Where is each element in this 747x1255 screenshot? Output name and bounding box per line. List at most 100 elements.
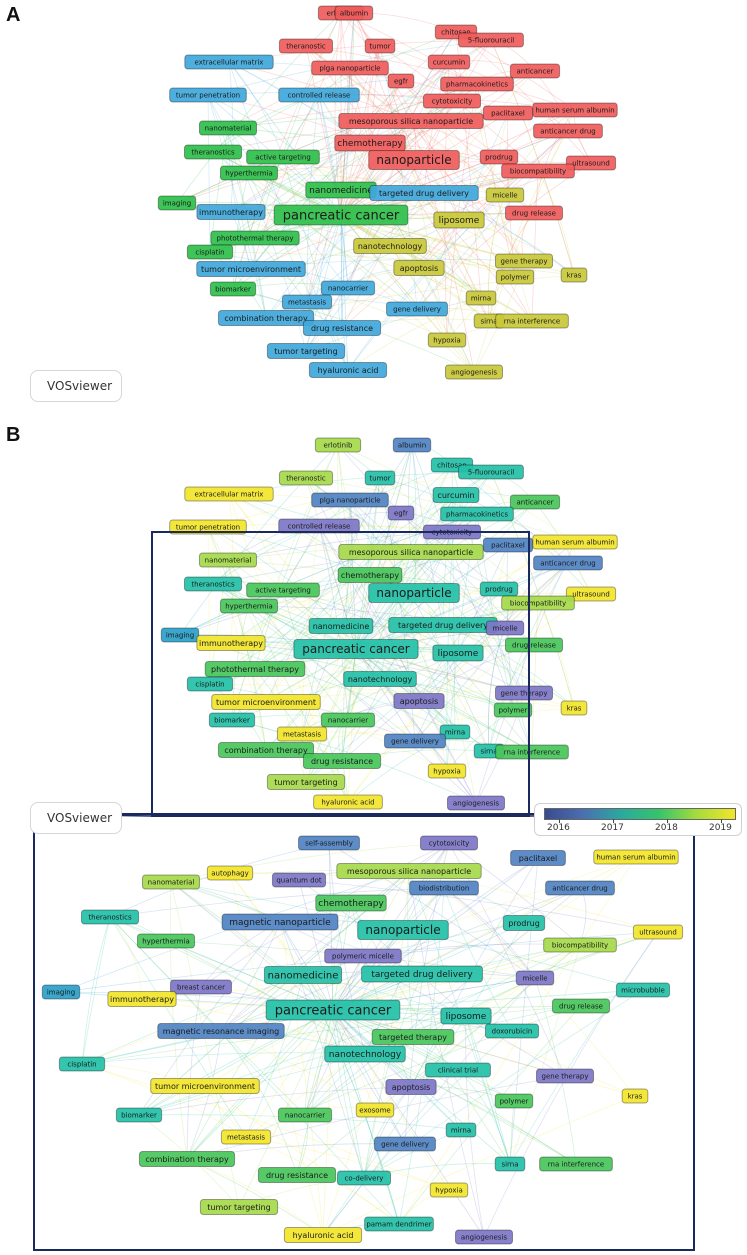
map-a-node-drug-resistance[interactable]: drug resistance <box>302 320 382 336</box>
map-zoom-node-liposome[interactable]: liposome <box>440 1007 492 1025</box>
map-zoom-node-mesoporous-silica-nanoparticle[interactable]: mesoporous silica nanoparticle <box>336 863 482 879</box>
map-a-node-biomarker[interactable]: biomarker <box>209 281 257 297</box>
map-b-node-active-targeting[interactable]: active targeting <box>246 582 320 598</box>
map-b-node-nanoparticle[interactable]: nanoparticle <box>368 583 460 603</box>
map-zoom-node-theranostics[interactable]: theranostics <box>80 909 140 925</box>
map-zoom-node-tumor-targeting[interactable]: tumor targeting <box>199 1199 279 1215</box>
map-a-node-theranostics[interactable]: theranostics <box>183 144 243 160</box>
map-zoom-node-breast-cancer[interactable]: breast cancer <box>170 979 232 995</box>
map-zoom-node-biomarker[interactable]: biomarker <box>115 1107 163 1123</box>
map-a-node-liposome[interactable]: liposome <box>433 211 485 229</box>
map-a-node-metastasis[interactable]: metastasis <box>281 294 333 310</box>
map-zoom-node-exosome[interactable]: exosome <box>355 1102 395 1118</box>
map-b-node-plga-nanoparticle[interactable]: plga nanoparticle <box>311 492 389 508</box>
map-a-node-nanocarrier[interactable]: nanocarrier <box>320 280 376 296</box>
map-zoom-node-apoptosis[interactable]: apoptosis <box>385 1079 437 1095</box>
map-zoom-node-anticancer-drug[interactable]: anticancer drug <box>545 880 615 896</box>
map-zoom-node-autophagy[interactable]: autophagy <box>206 865 254 881</box>
map-a-node-hypoxia[interactable]: hypoxia <box>427 332 467 348</box>
map-b-node-human-serum-albumin[interactable]: human serum albumin <box>532 534 618 550</box>
map-a-node-prodrug[interactable]: prodrug <box>479 149 519 165</box>
map-a-node-rna-interference[interactable]: rna interference <box>495 313 569 329</box>
map-a-node-angiogenesis[interactable]: angiogenesis <box>444 364 504 380</box>
map-b-node-tumor-penetration[interactable]: tumor penetration <box>169 519 247 535</box>
map-b-node-drug-resistance[interactable]: drug resistance <box>302 753 382 769</box>
map-zoom-node-magnetic-resonance-imaging[interactable]: magnetic resonance imaging <box>157 1023 285 1039</box>
map-a-node-tumor[interactable]: tumor <box>364 38 396 54</box>
map-a-node-active-targeting[interactable]: active targeting <box>246 149 320 165</box>
map-zoom-node-doxorubicin[interactable]: doxorubicin <box>484 1023 540 1039</box>
map-a-node-tumor-penetration[interactable]: tumor penetration <box>169 87 247 103</box>
map-zoom-node-human-serum-albumin[interactable]: human serum albumin <box>593 849 679 865</box>
map-zoom-node-tumor-microenvironment[interactable]: tumor microenvironment <box>150 1078 260 1094</box>
map-b-node-nanotechnology[interactable]: nanotechnology <box>343 671 417 687</box>
map-zoom-node-nanotechnology[interactable]: nanotechnology <box>324 1045 406 1063</box>
map-a-node-biocompatibility[interactable]: biocompatibility <box>501 163 575 179</box>
map-b-node-egfr[interactable]: egfr <box>387 505 415 521</box>
map-a-node-ultrasound[interactable]: ultrasound <box>565 155 617 171</box>
map-b-node-angiogenesis[interactable]: angiogenesis <box>446 795 506 811</box>
map-b-node-nanocarrier[interactable]: nanocarrier <box>320 712 376 728</box>
map-b-node-gene-delivery[interactable]: gene delivery <box>384 733 446 749</box>
map-a-node-hyaluronic-acid[interactable]: hyaluronic acid <box>308 362 388 378</box>
map-a-node-theranostic[interactable]: theranostic <box>278 38 334 54</box>
map-b-node-biocompatibility[interactable]: biocompatibility <box>501 595 575 611</box>
map-b-node-photothermal-therapy[interactable]: photothermal therapy <box>204 661 306 677</box>
map-a-node-hyperthermia[interactable]: hyperthermia <box>219 165 279 181</box>
map-b-node-nanomedicine[interactable]: nanomedicine <box>308 618 374 634</box>
map-zoom-node-microbubble[interactable]: microbubble <box>615 982 671 998</box>
map-a-node-targeted-drug-delivery[interactable]: targeted drug delivery <box>369 185 479 201</box>
map-zoom-node-nanomedicine[interactable]: nanomedicine <box>263 966 343 984</box>
map-a-node-gene-delivery[interactable]: gene delivery <box>386 301 448 317</box>
map-zoom-node-immunotherapy[interactable]: immunotherapy <box>107 991 177 1007</box>
map-b-node-gene-therapy[interactable]: gene therapy <box>494 685 554 701</box>
map-b-node-erlotinib[interactable]: erlotinib <box>314 437 362 453</box>
map-b-node-mirna[interactable]: mirna <box>439 724 471 740</box>
map-zoom-node-chemotherapy[interactable]: chemotherapy <box>315 894 387 912</box>
map-b-node-cisplatin[interactable]: cisplatin <box>186 676 234 692</box>
map-b-node-5-fluorouracil[interactable]: 5-fluorouracil <box>458 464 524 480</box>
map-a-node-cytotoxicity[interactable]: cytotoxicity <box>422 93 482 109</box>
map-a-node-micelle[interactable]: micelle <box>485 187 525 203</box>
map-zoom-node-prodrug[interactable]: prodrug <box>502 915 546 931</box>
map-zoom-node-magnetic-nanoparticle[interactable]: magnetic nanoparticle <box>221 913 339 931</box>
map-a-node-nanotechnology[interactable]: nanotechnology <box>353 238 427 254</box>
map-a-node-curcumin[interactable]: curcumin <box>427 54 471 70</box>
map-a-node-paclitaxel[interactable]: paclitaxel <box>482 105 534 121</box>
map-a-node-polymer[interactable]: polymer <box>495 269 535 285</box>
map-zoom-node-combination-therapy[interactable]: combination therapy <box>138 1151 236 1167</box>
map-a-node-combination-therapy[interactable]: combination therapy <box>217 310 315 326</box>
map-a-node-nanomedicine[interactable]: nanomedicine <box>305 181 377 199</box>
map-b-node-hyperthermia[interactable]: hyperthermia <box>219 598 279 614</box>
map-a-node-mesoporous-silica-nanoparticle[interactable]: mesoporous silica nanoparticle <box>338 113 484 129</box>
map-zoom-node-biocompatibility[interactable]: biocompatibility <box>543 937 617 953</box>
map-b-node-immunotherapy[interactable]: immunotherapy <box>196 635 266 651</box>
map-b-node-biomarker[interactable]: biomarker <box>208 712 256 728</box>
map-zoom-node-self-assembly[interactable]: self-assembly <box>298 835 360 851</box>
map-zoom-node-polymeric-micelle[interactable]: polymeric micelle <box>324 948 402 964</box>
map-zoom-node-biodistribution[interactable]: biodistribution <box>409 880 479 896</box>
map-zoom-node-quantum-dot[interactable]: quantum dot <box>271 872 327 888</box>
map-b-node-liposome[interactable]: liposome <box>432 644 484 662</box>
map-b-node-imaging[interactable]: imaging <box>160 627 200 643</box>
map-a-node-plga-nanoparticle[interactable]: plga nanoparticle <box>311 60 389 76</box>
map-zoom-node-hyaluronic-acid[interactable]: hyaluronic acid <box>283 1227 363 1243</box>
map-zoom-node-nanoparticle[interactable]: nanoparticle <box>357 920 449 940</box>
map-zoom-node-drug-release[interactable]: drug release <box>551 998 611 1014</box>
map-a-node-controlled-release[interactable]: controlled release <box>278 87 360 103</box>
map-b-node-nanomaterial[interactable]: nanomaterial <box>198 552 258 568</box>
map-zoom-node-gene-delivery[interactable]: gene delivery <box>374 1136 436 1152</box>
map-zoom-node-mirna[interactable]: mirna <box>445 1122 477 1138</box>
map-b-node-polymer[interactable]: polymer <box>493 702 533 718</box>
map-a-node-human-serum-albumin[interactable]: human serum albumin <box>532 102 618 118</box>
map-b-node-mesoporous-silica-nanoparticle[interactable]: mesoporous silica nanoparticle <box>338 544 484 560</box>
map-b-node-controlled-release[interactable]: controlled release <box>278 518 360 534</box>
map-a-node-nanomaterial[interactable]: nanomaterial <box>198 120 258 136</box>
map-zoom-node-hyperthermia[interactable]: hyperthermia <box>136 933 196 949</box>
map-b-node-combination-therapy[interactable]: combination therapy <box>217 742 315 758</box>
map-b-node-pancreatic-cancer[interactable]: pancreatic cancer <box>293 639 419 659</box>
map-zoom-node-kras[interactable]: kras <box>621 1088 649 1104</box>
map-zoom-node-co-delivery[interactable]: co-delivery <box>336 1170 392 1186</box>
map-b-node-tumor-microenvironment[interactable]: tumor microenvironment <box>211 694 321 710</box>
map-b-node-curcumin[interactable]: curcumin <box>432 487 480 503</box>
